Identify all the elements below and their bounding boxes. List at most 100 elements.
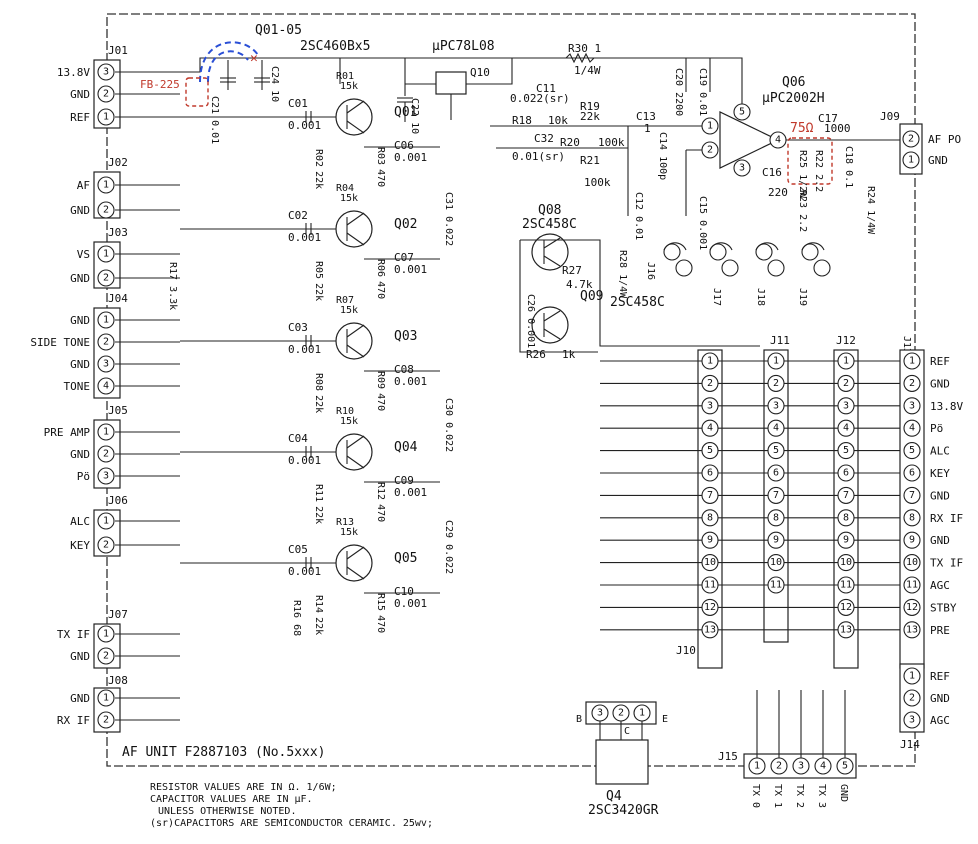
- connector-pin-label: 13.8V: [57, 66, 90, 79]
- connector-pin-number: 5: [909, 445, 915, 456]
- resistor-label: R01: [336, 71, 354, 82]
- connector-pin: [903, 711, 921, 729]
- connector-pin: [701, 352, 719, 370]
- connector-pin: [97, 536, 115, 554]
- connector-pin-number: 7: [909, 490, 915, 501]
- cap-label: C09: [394, 474, 414, 487]
- connector-pin-label: GND: [70, 358, 90, 371]
- j20-leg-c: C: [624, 726, 630, 737]
- j13-pin-label: Pö: [930, 422, 943, 435]
- c19-label: C19 0.01: [697, 68, 708, 116]
- q4-label: Q4: [606, 789, 622, 804]
- connector-pin-number: 4: [773, 423, 779, 434]
- resistor-value: 15k: [340, 193, 358, 204]
- connector-pin-number: 12: [704, 602, 716, 613]
- j13-pin-label: TX IF: [930, 557, 963, 570]
- j13-pin-label: PRE: [930, 624, 950, 637]
- cap-value: 0.001: [394, 597, 427, 610]
- amp-q06: [719, 111, 780, 169]
- resistor-value: 470: [375, 504, 386, 522]
- q06-part: µPC2002H: [762, 91, 825, 106]
- transistor-label: Q05: [394, 551, 417, 566]
- jumper-pin: [813, 259, 831, 277]
- r23-label: R23 2.2: [797, 190, 808, 232]
- j15-pin-label: GND: [838, 784, 849, 802]
- r27-value: 4.7k: [566, 278, 593, 291]
- connector-pin-number: 4: [103, 381, 109, 392]
- c31-label: C31 0.022: [443, 192, 454, 246]
- j13-pin-label: RX IF: [930, 512, 963, 525]
- connector-pin: [837, 374, 855, 392]
- amp-pin-3: [733, 159, 751, 177]
- connector-pin-label: GND: [70, 692, 90, 705]
- j14-pin-label: GND: [930, 692, 950, 705]
- transistor-label: Q04: [394, 440, 418, 455]
- jumper-pin: [755, 243, 773, 261]
- resistor-value: 15k: [340, 416, 358, 427]
- connector-pin-number: 3: [909, 400, 915, 411]
- r22-label: R22 2.2: [813, 150, 824, 192]
- connector-pin-number: 10: [840, 557, 852, 568]
- c15-label: C15 0.001: [697, 196, 708, 250]
- resistor-value: 22k: [313, 283, 324, 301]
- connector-pin-number: 6: [773, 468, 779, 479]
- connector-pin-number: 1: [909, 671, 915, 682]
- connector-pin: [903, 576, 921, 594]
- connector-pin-number: 11: [840, 580, 852, 591]
- cap-value: 0.001: [394, 375, 427, 388]
- resistor-label: R05: [313, 261, 324, 279]
- connector-pin: [837, 419, 855, 437]
- q09-label: Q09: [580, 289, 603, 304]
- resistor-value: 470: [375, 615, 386, 633]
- connector-pin-number: 5: [707, 445, 713, 456]
- connector-pin-number: 1: [103, 516, 109, 527]
- connector-pin-number: 9: [909, 535, 915, 546]
- q08-q09-net: [520, 239, 760, 347]
- q08-part: 2SC458C: [522, 217, 577, 232]
- regulator-q10: [435, 71, 467, 95]
- connector-pin: [837, 621, 855, 639]
- q08-label: Q08: [538, 203, 561, 218]
- j16-label: J16: [645, 262, 656, 280]
- connector-pin: [837, 576, 855, 594]
- q10-label: Q10: [470, 66, 490, 79]
- connector-pin-number: 2: [103, 651, 109, 662]
- connector-pin: [903, 689, 921, 707]
- connector-pin-number: 11: [906, 580, 918, 591]
- connector-pin-number: 3: [707, 400, 713, 411]
- resistor-label: R0522k: [313, 261, 324, 301]
- connector-pin: [903, 397, 921, 415]
- connector-pin: [903, 598, 921, 616]
- amp-pin-2-num: 2: [707, 145, 713, 156]
- q09-collector: [543, 310, 561, 322]
- transistor-q09: [531, 306, 569, 344]
- connector-pin: [837, 486, 855, 504]
- connector-pin-number: 2: [103, 205, 109, 216]
- j15-pin-label: TX 2: [794, 784, 805, 808]
- r19-label: R19: [580, 100, 600, 113]
- connector-pin-number: 1: [103, 112, 109, 123]
- connector-pin-number: 13: [840, 624, 852, 635]
- connector-pin-label: Pö: [77, 470, 90, 483]
- connector-pin-number: 1: [103, 427, 109, 438]
- connector-pin: [767, 531, 785, 549]
- transistor-q08: [531, 233, 569, 271]
- connector-pin-number: 7: [773, 490, 779, 501]
- connector-pin-number: 2: [773, 378, 779, 389]
- connector-pin-number: 6: [707, 468, 713, 479]
- connector-j03-label: J03: [108, 226, 128, 239]
- connector-pin-number: 10: [704, 557, 716, 568]
- j15-label: J15: [718, 750, 738, 763]
- c21-label: C21 0.01: [209, 96, 220, 144]
- c22-label: C22 10: [409, 98, 420, 134]
- connector-pin-number: 13: [704, 624, 716, 635]
- connector-pin-number: 2: [843, 378, 849, 389]
- bypass-loop-outer: [199, 41, 259, 83]
- j14-pin-label: REF: [930, 670, 950, 683]
- jumper-link: [663, 242, 687, 251]
- connector-pin: [97, 201, 115, 219]
- connector-pin: [97, 245, 115, 263]
- cap-label: C01: [288, 97, 308, 110]
- resistor-label: R06: [375, 259, 386, 277]
